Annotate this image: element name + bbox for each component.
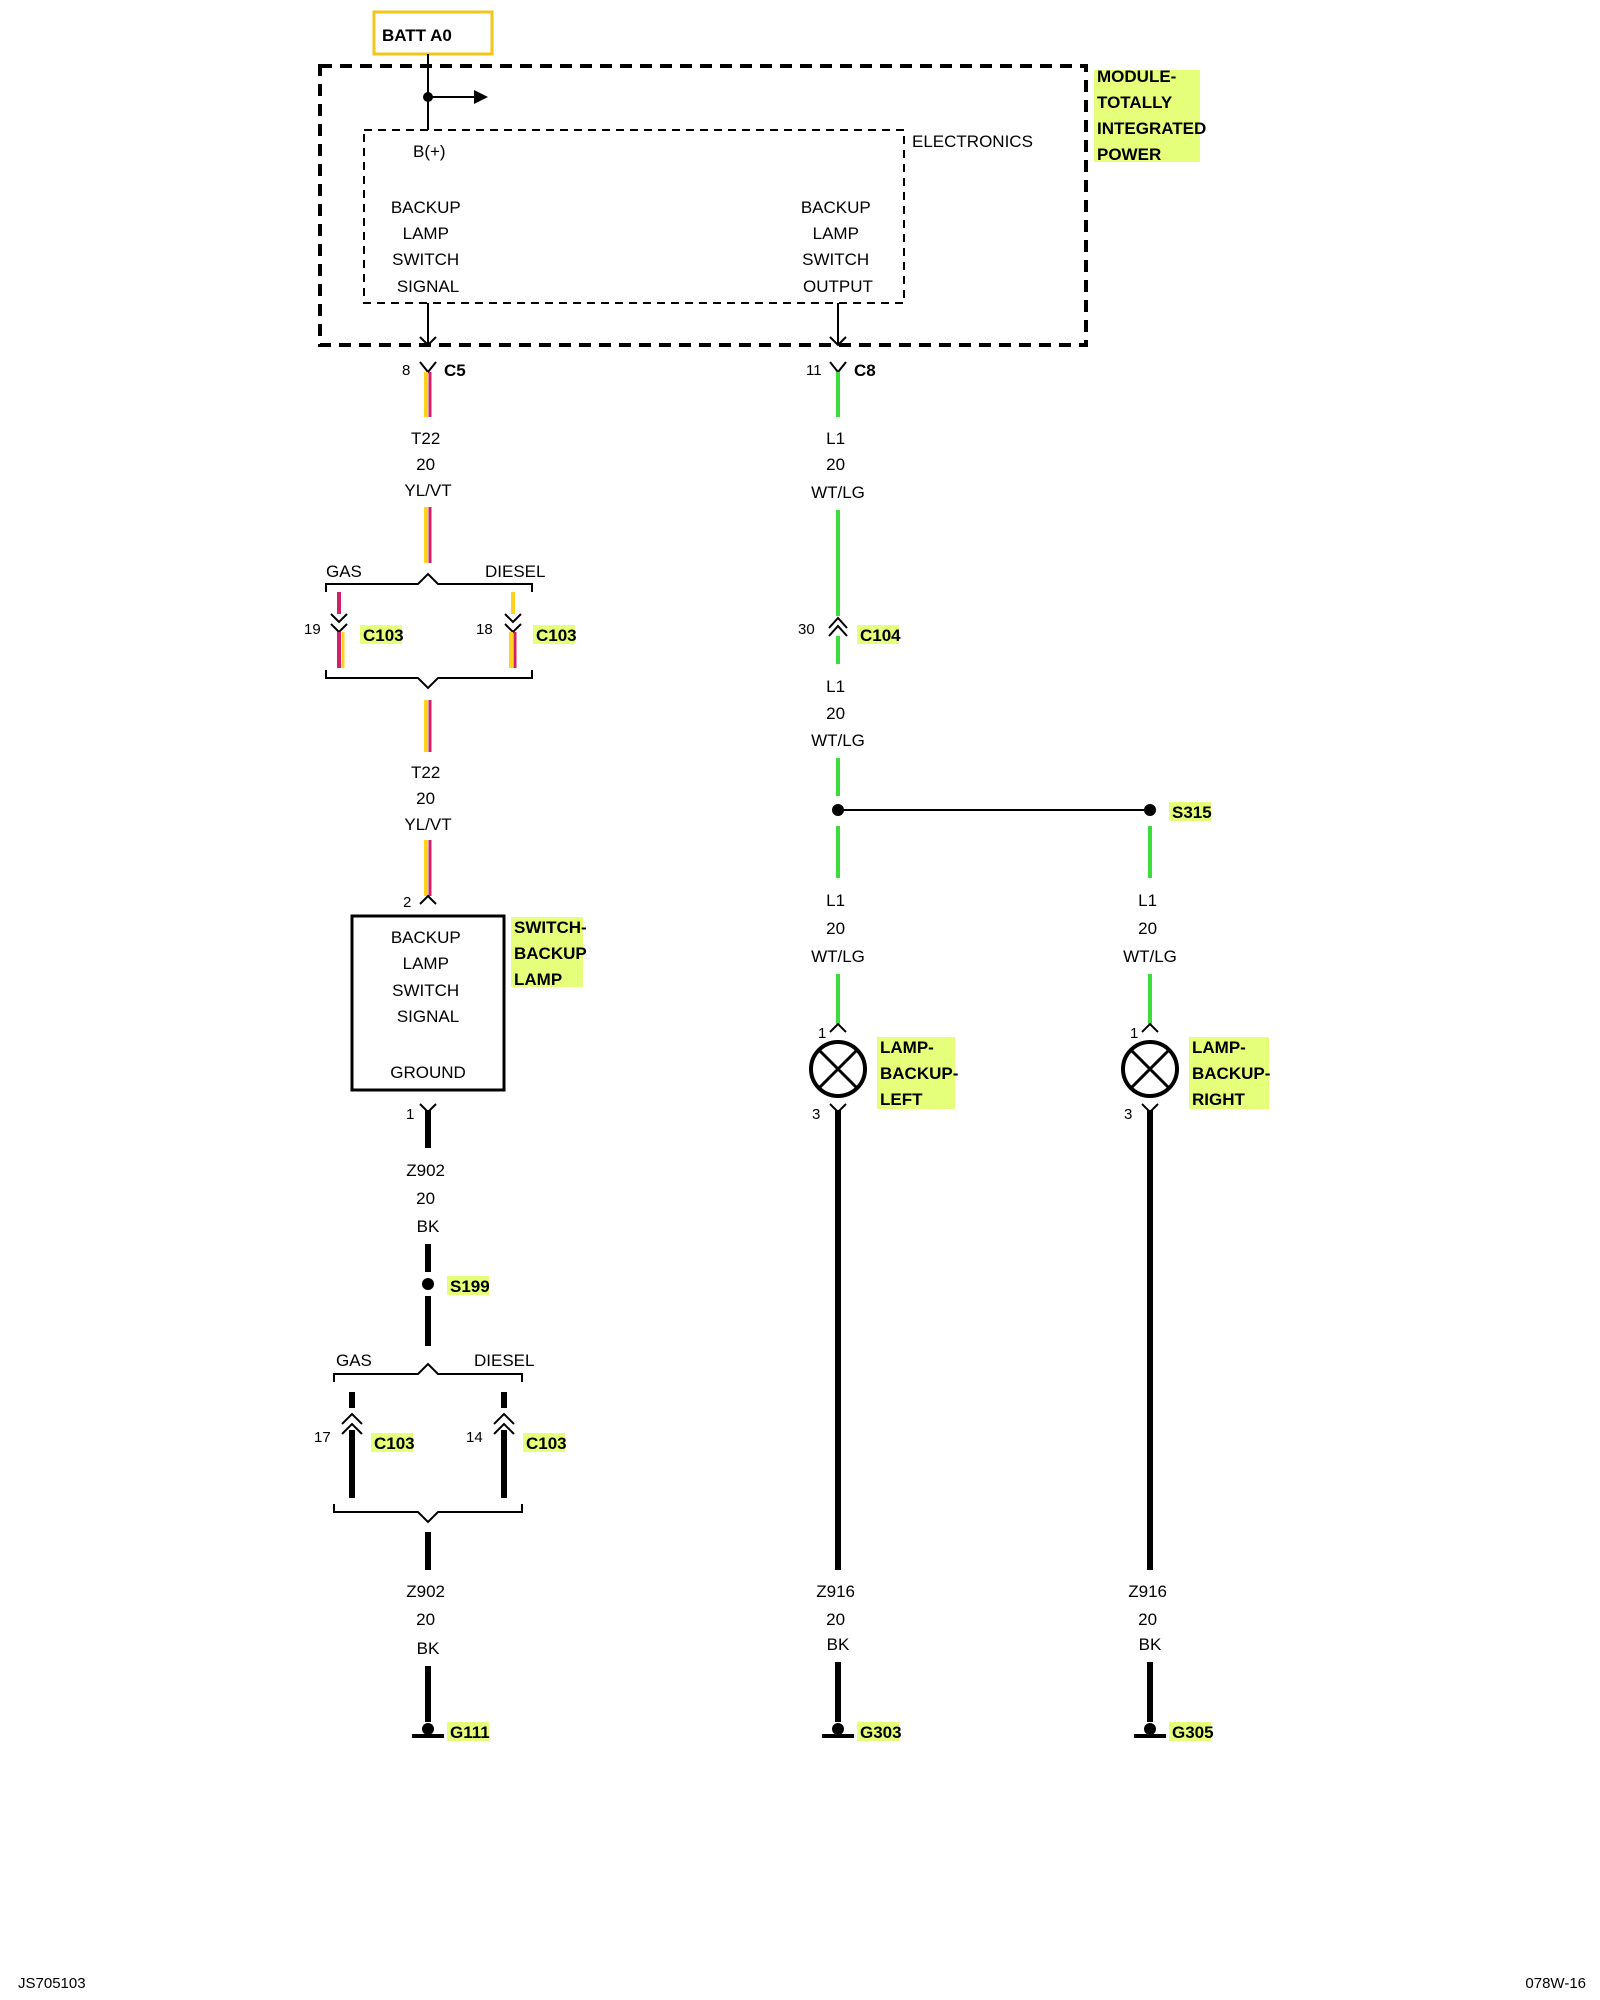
s315-splice xyxy=(1144,804,1156,816)
z916-wire-label-a: Z916 20 BK xyxy=(816,1582,859,1654)
option-brace-top xyxy=(325,572,533,592)
svg-text:1: 1 xyxy=(406,1106,414,1123)
s199-splice xyxy=(422,1278,434,1290)
switch-ground-label: GROUND xyxy=(390,1063,466,1082)
lamp-backup-left-icon xyxy=(809,1040,867,1098)
l1-wire-label-a: L1 20 WT/LG xyxy=(811,429,865,502)
l1-wire-label-d: L1 20 WT/LG xyxy=(1123,891,1177,966)
switch-name-highlight xyxy=(511,917,583,987)
svg-text:18: 18 xyxy=(476,621,493,638)
lamp-left-name-highlight xyxy=(877,1037,955,1109)
lamp-left-name: LAMP- BACKUP- LEFT xyxy=(880,1038,963,1109)
c5-label: C5 xyxy=(444,361,466,380)
c104-label: C104 xyxy=(860,626,901,645)
g305-label: G305 xyxy=(1172,1723,1214,1742)
svg-text:17: 17 xyxy=(314,1429,331,1446)
g111-label: G111 xyxy=(450,1723,490,1742)
c8-label: C8 xyxy=(854,361,876,380)
diesel-label-top: DIESEL xyxy=(485,562,545,581)
s315-label: S315 xyxy=(1172,803,1212,822)
z916-wire-label-b: Z916 20 BK xyxy=(1128,1582,1171,1654)
svg-text:3: 3 xyxy=(1124,1106,1132,1123)
z902-wire-label-a: Z902 20 BK xyxy=(406,1161,449,1236)
l1-wire-label-b: L1 20 WT/LG xyxy=(811,677,865,750)
lamp-backup-right-icon xyxy=(1121,1040,1179,1098)
lamp-right-name: LAMP- BACKUP- RIGHT xyxy=(1192,1038,1275,1109)
figure-code-left: JS705103 xyxy=(18,1975,86,1992)
module-signal-label: BACKUP LAMP SWITCH SIGNAL xyxy=(391,198,465,296)
z902-wire-label-b: Z902 20 BK xyxy=(406,1582,449,1658)
batt-a0-label: BATT A0 xyxy=(382,26,452,45)
electronics-box xyxy=(363,129,905,304)
switch-name: SWITCH- BACKUP LAMP xyxy=(514,918,591,989)
svg-text:19: 19 xyxy=(304,621,321,638)
ground-option-brace-bottom xyxy=(333,1504,523,1524)
c103-diesel-ground-label: C103 xyxy=(526,1434,567,1453)
module-name-highlight xyxy=(1094,70,1200,162)
module-name: MODULE- TOTALLY INTEGRATED POWER xyxy=(1097,67,1211,164)
svg-text:8: 8 xyxy=(402,362,410,379)
t22-wire-label-a: T22 20 YL/VT xyxy=(404,429,451,500)
g303-label: G303 xyxy=(860,1723,902,1742)
switch-signal-label: BACKUP LAMP SWITCH SIGNAL xyxy=(391,928,465,1026)
batt-a0-box xyxy=(372,10,494,56)
c103-gas-signal-label: C103 xyxy=(363,626,404,645)
s199-label: S199 xyxy=(450,1277,490,1296)
backup-lamp-switch xyxy=(350,914,506,1092)
ground-option-brace-top xyxy=(333,1362,523,1382)
bplus-label: B(+) xyxy=(413,142,446,161)
figure-code-right: 078W-16 xyxy=(1525,1975,1586,1992)
svg-text:2: 2 xyxy=(403,894,411,911)
gas-label-bottom: GAS xyxy=(336,1351,372,1370)
c8-connector-icon xyxy=(829,336,847,347)
module-outer-box xyxy=(318,64,1088,347)
c103-diesel-signal-label: C103 xyxy=(536,626,577,645)
svg-text:1: 1 xyxy=(818,1025,826,1042)
option-brace-bottom xyxy=(325,670,533,690)
svg-text:30: 30 xyxy=(798,621,815,638)
t22-wire-label-b: T22 20 YL/VT xyxy=(404,763,451,834)
power-arrow-icon xyxy=(474,90,488,104)
module-output-label: BACKUP LAMP SWITCH OUTPUT xyxy=(801,198,875,296)
diesel-label-bottom: DIESEL xyxy=(474,1351,534,1370)
c5-connector-icon xyxy=(419,336,437,347)
gas-label-top: GAS xyxy=(326,562,362,581)
svg-text:14: 14 xyxy=(466,1429,483,1446)
svg-text:3: 3 xyxy=(812,1106,820,1123)
lamp-right-name-highlight xyxy=(1189,1037,1269,1109)
l1-wire-label-c: L1 20 WT/LG xyxy=(811,891,865,966)
svg-text:1: 1 xyxy=(1130,1025,1138,1042)
electronics-label: ELECTRONICS xyxy=(912,132,1033,151)
c103-gas-ground-label: C103 xyxy=(374,1434,415,1453)
svg-text:11: 11 xyxy=(806,362,822,379)
